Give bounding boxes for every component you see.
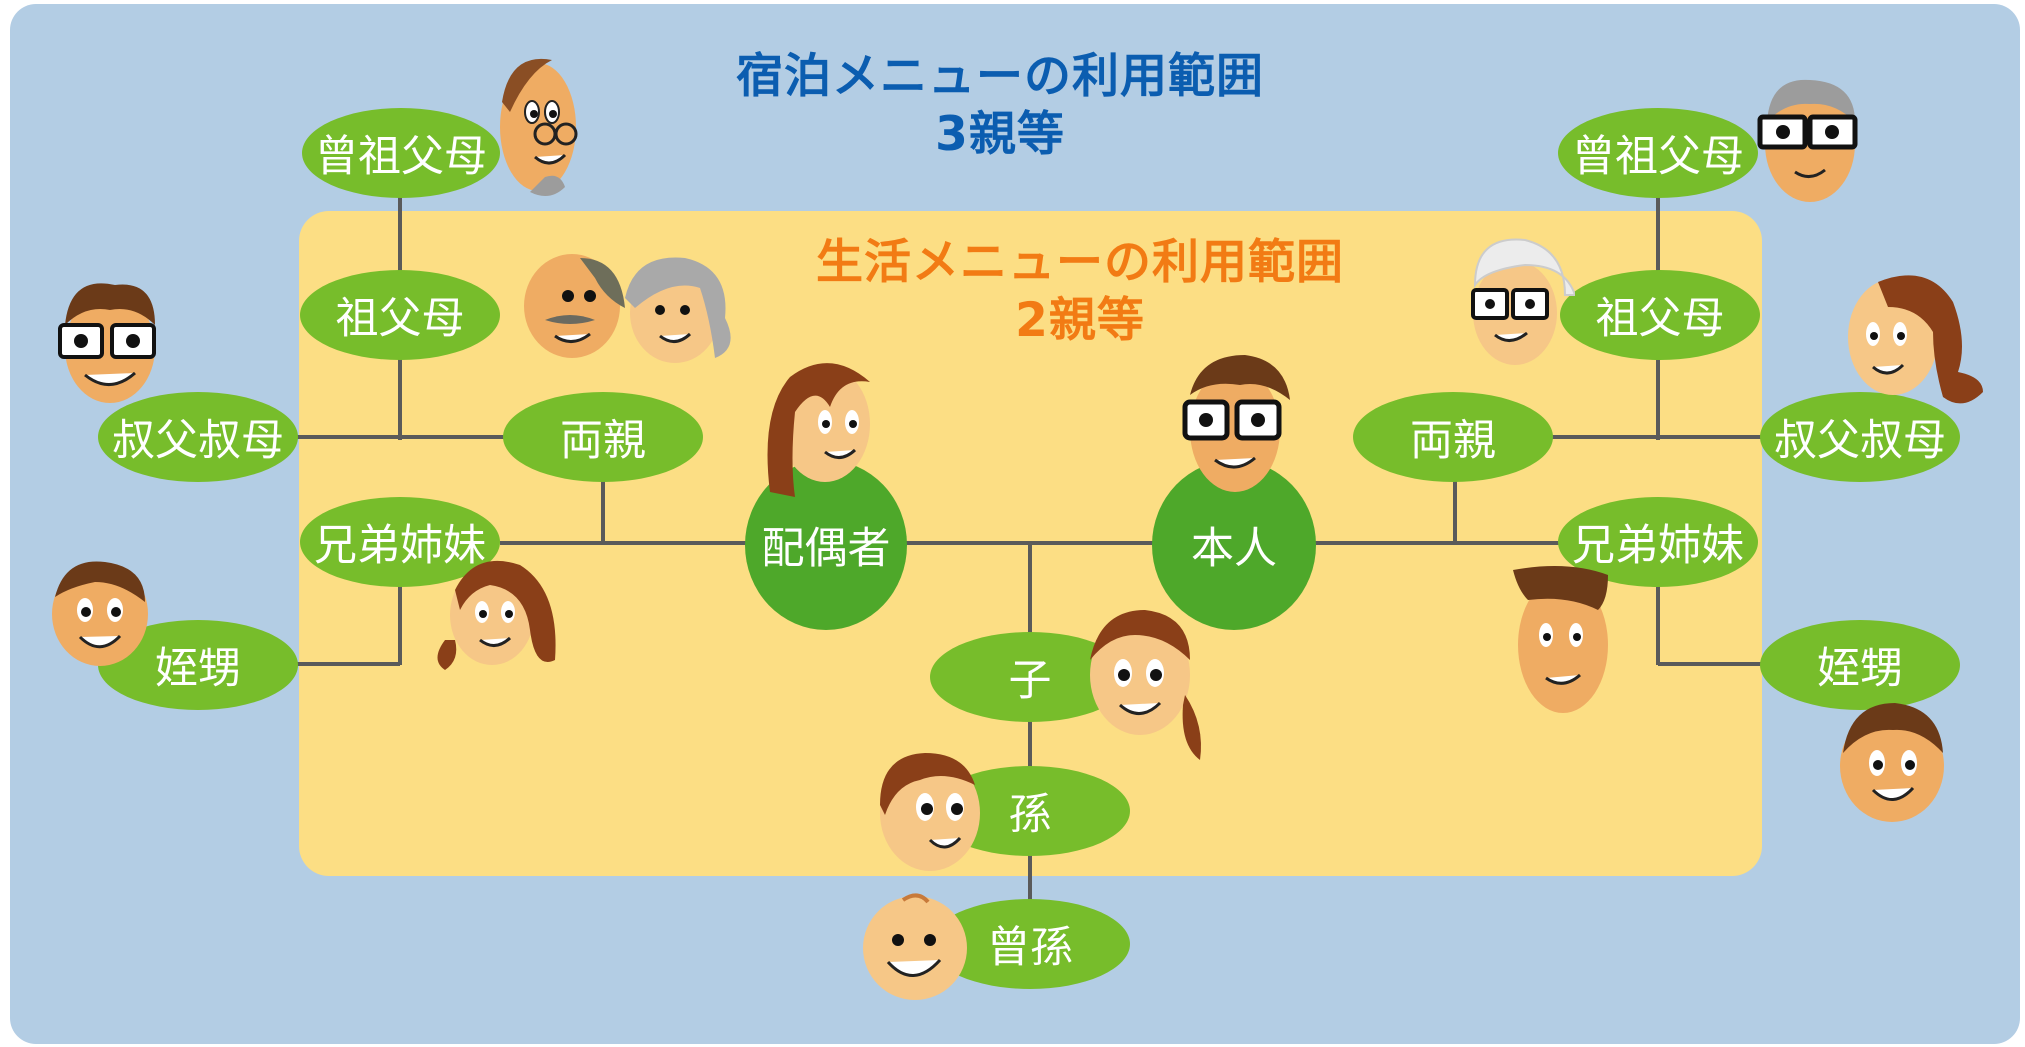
- sister-face-icon: [437, 560, 556, 670]
- grandchild-face-icon: [880, 753, 980, 871]
- right-great-grandfather-face-icon: [1757, 79, 1858, 202]
- node-right-nephew-niece: 姪甥: [1760, 620, 1960, 710]
- inner-title-line2: 2親等: [1015, 293, 1145, 348]
- inner-title-line1: 生活メニューの利用範囲: [816, 235, 1344, 290]
- child-face-icon: [1090, 610, 1201, 760]
- node-right-great-grandparents: 曾祖父母: [1558, 108, 1758, 198]
- node-left-parents: 両親: [503, 392, 703, 482]
- spouse-face-icon: [767, 363, 870, 497]
- outer-region-title: 宿泊メニューの利用範囲 3親等: [640, 48, 1360, 164]
- outer-title-line2: 3親等: [935, 107, 1065, 162]
- node-right-parents: 両親: [1353, 392, 1553, 482]
- node-left-grandparents: 祖父母: [300, 270, 500, 360]
- right-aunt-face-icon: [1848, 275, 1983, 404]
- node-right-uncle-aunt: 叔父叔母: [1760, 392, 1960, 482]
- uncle-face-icon: [58, 283, 156, 403]
- right-nephew-face-icon: [1840, 703, 1944, 822]
- node-right-grandparents: 祖父母: [1560, 270, 1760, 360]
- node-left-uncle-aunt: 叔父叔母: [98, 392, 298, 482]
- self-face-icon: [1182, 355, 1290, 492]
- outer-title-line1: 宿泊メニューの利用範囲: [736, 49, 1264, 104]
- inner-region-title: 生活メニューの利用範囲 2親等: [720, 234, 1440, 350]
- node-left-great-grandparents: 曾祖父母: [302, 108, 500, 198]
- right-grandfather-face-icon: [1471, 238, 1575, 365]
- right-brother-face-icon: [1513, 566, 1608, 713]
- left-nephew-face-icon: [52, 561, 148, 666]
- node-left-siblings: 兄弟姉妹: [300, 497, 500, 587]
- node-left-nephew-niece: 姪甥: [98, 620, 298, 710]
- great-grandchild-face-icon: [863, 893, 967, 1000]
- great-grandfather-face-icon: [500, 58, 578, 196]
- grandparents-face-icon: [524, 254, 731, 363]
